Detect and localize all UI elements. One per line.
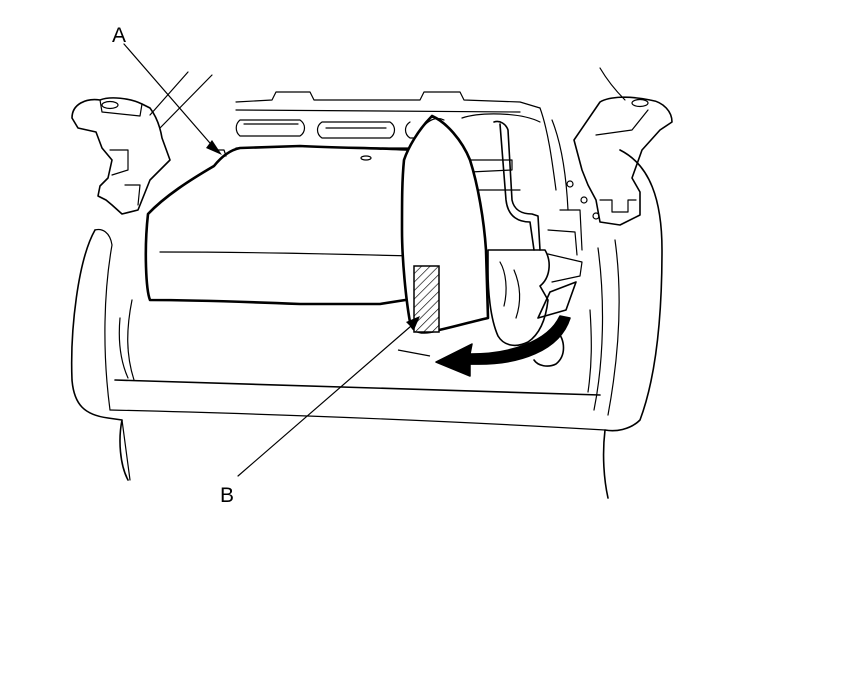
- seat-back-springs: [235, 91, 600, 256]
- callout-label-a: A: [112, 24, 126, 47]
- seat-frame: [70, 149, 663, 499]
- leader-line-b: [237, 316, 420, 477]
- right-hinge-bracket: [573, 67, 673, 226]
- callout-label-b: B: [220, 484, 234, 507]
- seat-cover-flap-b: [400, 114, 490, 334]
- rotation-arrow: [397, 315, 571, 377]
- release-clip: [487, 249, 583, 367]
- leader-line-a: [123, 43, 222, 155]
- left-hinge-bracket: [71, 71, 213, 215]
- seat-cushion-a: [144, 144, 422, 306]
